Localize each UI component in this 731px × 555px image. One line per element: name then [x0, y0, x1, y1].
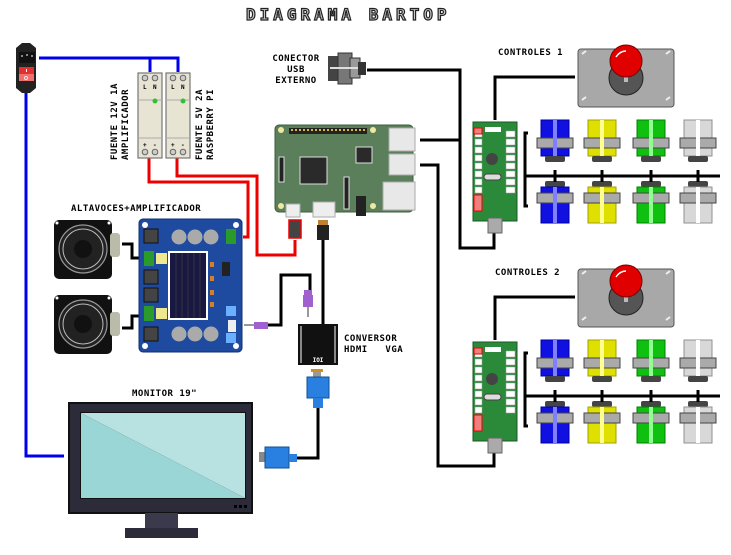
speaker-2	[54, 295, 120, 354]
dc-wires	[147, 158, 297, 257]
usb-connector-label: CONECTOR USB EXTERNO	[268, 54, 324, 87]
power-inlet-switch[interactable]	[16, 43, 36, 93]
psu5-terminal-l: L	[171, 84, 176, 91]
arcade-button-white	[679, 119, 717, 162]
psu-led-icon	[152, 98, 158, 104]
psu5-terminal-minus: -	[181, 142, 186, 149]
amplifier-board-icon	[138, 218, 243, 353]
psu5-terminal-plus: +	[171, 142, 176, 149]
buttons-bus-1	[523, 131, 528, 208]
controls-2-label: CONTROLES 2	[495, 268, 561, 278]
joy1-wire	[493, 75, 575, 120]
monitor-label: MONITOR 19"	[132, 389, 198, 399]
raspberry-pi-board-icon	[274, 124, 416, 240]
usb-enc2-wire	[420, 163, 496, 468]
arcade-button-white	[679, 181, 717, 224]
arcade-button-yellow	[583, 401, 621, 444]
psu12-terminal-l: L	[143, 84, 148, 91]
psu-12v-label: FUENTE 12V 1A AMPLIFICADOR	[110, 83, 131, 160]
psu-12v	[137, 72, 163, 159]
converter-logo: IOI	[313, 357, 324, 364]
mains-wires	[24, 56, 180, 458]
converter-label-line2: HDMI VGA	[344, 345, 404, 355]
usb-encoder-icon	[472, 121, 518, 234]
arcade-button-white	[679, 339, 717, 382]
dc-wire-amp	[147, 158, 250, 239]
vga-wire	[297, 400, 320, 460]
psu-5v-label: FUENTE 5V 2A RASPBERRY PI	[195, 88, 216, 160]
controls-1-label: CONTROLES 1	[498, 48, 564, 58]
speakers-amp-label: ALTAVOCES+AMPLIFICADOR	[71, 204, 202, 214]
monitor-icon	[68, 402, 297, 538]
usb-connector-label-line2: USB	[287, 65, 305, 75]
arcade-button-yellow	[583, 339, 621, 382]
arcade-button-green	[632, 181, 670, 224]
arcade-button-blue	[536, 119, 574, 162]
converter-label-line1: CONVERSOR	[344, 334, 398, 344]
joy2-wire	[493, 295, 575, 340]
psu12-terminal-plus: +	[143, 142, 148, 149]
usb-enc1-wire	[458, 140, 496, 250]
converter-label: CONVERSOR HDMI VGA	[344, 334, 403, 356]
psu12-terminal-n: N	[153, 84, 158, 91]
arcade-button-green	[632, 119, 670, 162]
speaker1-lead	[122, 242, 140, 260]
audio-wire	[268, 273, 312, 327]
arcade-button-green	[632, 339, 670, 382]
mains-wire-psu5	[150, 56, 180, 72]
arcade-button-blue	[536, 181, 574, 224]
buttons-bus-2	[523, 351, 528, 428]
converter-icon	[298, 324, 338, 408]
usb-encoder-icon	[472, 341, 518, 454]
diagram-title: DIAGRAMA BARTOP	[245, 4, 451, 24]
usb-connector-label-line1: CONECTOR	[272, 54, 320, 64]
speaker2-lead	[122, 314, 140, 330]
arcade-button-blue	[536, 401, 574, 444]
arcade-button-yellow	[583, 119, 621, 162]
arcade-button-yellow	[583, 181, 621, 224]
speaker-1	[54, 220, 120, 279]
psu-led-icon	[180, 98, 186, 104]
psu5-terminal-n: N	[181, 84, 186, 91]
usb-connector-label-line3: EXTERNO	[275, 76, 317, 86]
signal-wires	[122, 68, 720, 468]
dc-wire-rpi	[175, 158, 297, 257]
usb-connector-icon	[328, 52, 366, 85]
audio-jack-icon	[244, 290, 313, 329]
psu12-terminal-minus: -	[153, 142, 158, 149]
joystick-icon	[577, 264, 675, 328]
mains-wire-monitor	[24, 92, 64, 458]
arcade-button-green	[632, 401, 670, 444]
psu-5v	[165, 72, 191, 159]
joystick-icon	[577, 44, 675, 108]
arcade-button-white	[679, 401, 717, 444]
mains-wire-psu12	[39, 56, 152, 72]
arcade-button-blue	[536, 339, 574, 382]
usb-ext-wire	[367, 68, 462, 142]
